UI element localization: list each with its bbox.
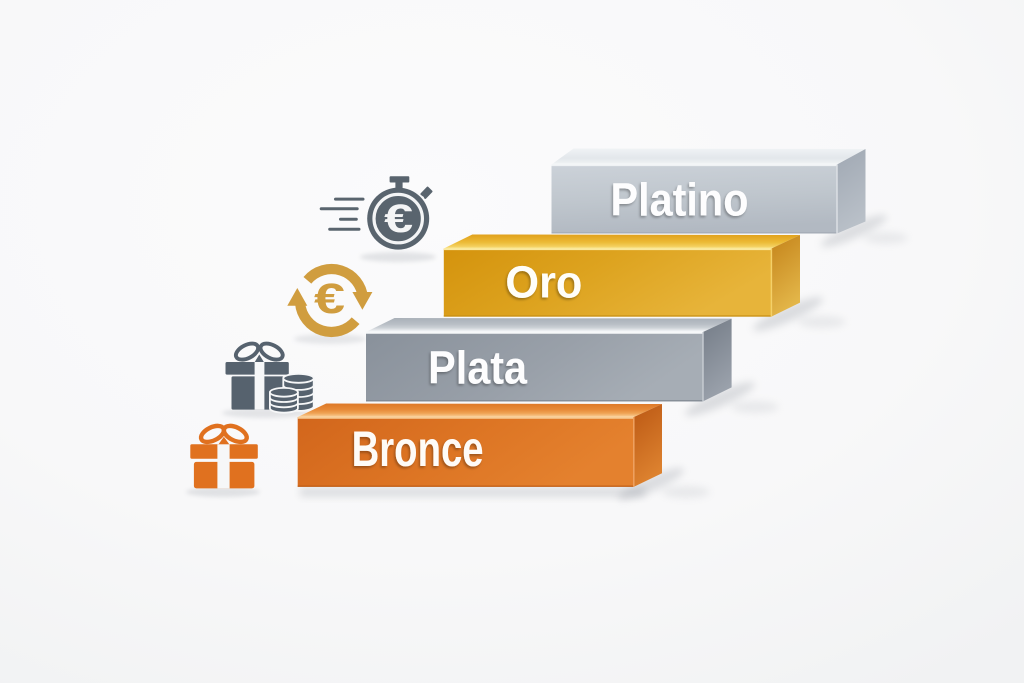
svg-text:Bronce: Bronce	[352, 421, 484, 477]
svg-text:Oro: Oro	[505, 256, 582, 307]
svg-text:Platino: Platino	[611, 174, 749, 226]
svg-text:€: €	[384, 197, 413, 241]
svg-text:Plata: Plata	[428, 342, 527, 394]
svg-text:€: €	[314, 276, 345, 323]
